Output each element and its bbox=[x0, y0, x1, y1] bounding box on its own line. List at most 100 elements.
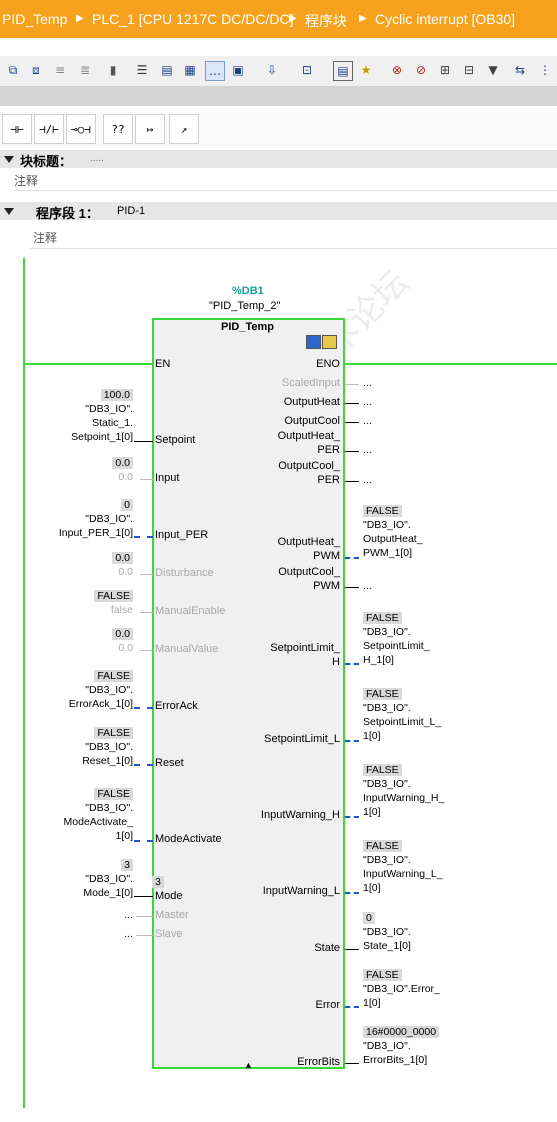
expand-caret-icon[interactable]: ▲ bbox=[244, 1060, 253, 1070]
mode-operand-line-1[interactable]: "DB3_IO". bbox=[85, 873, 133, 885]
block-title-bar[interactable] bbox=[0, 150, 557, 168]
pin-input-warning-l: InputWarning_L bbox=[262, 885, 340, 897]
breadcrumb-item-program-blocks[interactable]: 程序块 bbox=[305, 13, 347, 29]
reset-operand-line-2[interactable]: Reset_1[0] bbox=[82, 755, 133, 767]
reset-operand-line-1[interactable]: "DB3_IO". bbox=[85, 741, 133, 753]
input-per-operand-line-1[interactable]: "DB3_IO". bbox=[85, 513, 133, 525]
clear-breakpoint-icon[interactable]: ⊘ bbox=[415, 63, 427, 77]
input-warning-l-operand-line-2[interactable]: InputWarning_L_ bbox=[363, 868, 443, 880]
network-delete-icon[interactable]: ⧈ bbox=[32, 63, 40, 77]
input-default-value[interactable]: 0.0 bbox=[118, 471, 133, 483]
input-per-operand-line-2[interactable]: Input_PER_1[0] bbox=[58, 527, 133, 539]
output-cool-pwm-operand[interactable]: ... bbox=[363, 580, 372, 592]
input-warning-l-operand-line-3[interactable]: 1[0] bbox=[363, 882, 381, 894]
setpoint-operand-line-2[interactable]: Static_1. bbox=[92, 417, 133, 429]
nc-contact-button[interactable]: ⊣/⊢ bbox=[34, 114, 64, 144]
add-row-icon[interactable]: ≣ bbox=[79, 63, 91, 77]
breadcrumb-item-ob30[interactable]: Cyclic interrupt [OB30] bbox=[375, 11, 516, 27]
empty-box-button[interactable]: ?? bbox=[103, 114, 133, 144]
error-ack-operand-line-2[interactable]: ErrorAck_1[0] bbox=[68, 698, 133, 710]
block-comment[interactable]: 注释 bbox=[14, 174, 39, 188]
coil-button[interactable]: ⊸○⊣ bbox=[66, 114, 96, 144]
input-warning-l-operand-line-1[interactable]: "DB3_IO". bbox=[363, 854, 411, 866]
error-operand-line-2[interactable]: 1[0] bbox=[363, 997, 381, 1009]
show-comments-icon[interactable]: … bbox=[205, 61, 225, 81]
input-warning-l-monitor-value: FALSE bbox=[363, 840, 402, 852]
output-cool-operand[interactable]: ... bbox=[363, 415, 372, 427]
output-heat-pwm-operand-line-1[interactable]: "DB3_IO". bbox=[363, 519, 411, 531]
input-warning-h-operand-line-1[interactable]: "DB3_IO". bbox=[363, 778, 411, 790]
close-all-networks-icon[interactable]: ▤ bbox=[161, 63, 173, 77]
no-contact-button[interactable]: ⊣⊢ bbox=[2, 114, 32, 144]
setpoint-limit-l-operand-line-2[interactable]: SetpointLimit_L_ bbox=[363, 716, 442, 728]
manual-value-default-value[interactable]: 0.0 bbox=[118, 642, 133, 654]
setpoint-limit-h-operand-line-2[interactable]: SetpointLimit_ bbox=[363, 640, 430, 652]
setpoint-operand-line-1[interactable]: "DB3_IO". bbox=[85, 403, 133, 415]
download-icon[interactable]: ⇩ bbox=[266, 63, 278, 77]
setpoint-limit-l-operand-line-1[interactable]: "DB3_IO". bbox=[363, 702, 411, 714]
pin-input-warning-h: InputWarning_H bbox=[260, 809, 340, 821]
setpoint-limit-h-operand-line-1[interactable]: "DB3_IO". bbox=[363, 626, 411, 638]
manual-enable-default-value[interactable]: false bbox=[110, 604, 133, 616]
star-icon[interactable]: ★ bbox=[360, 63, 372, 77]
open-instance-icon[interactable] bbox=[306, 335, 321, 349]
pin-output-cool: OutputCool bbox=[284, 415, 340, 427]
output-heat-operand[interactable]: ... bbox=[363, 396, 372, 408]
filter-icon[interactable]: ▼ bbox=[488, 63, 498, 77]
mode-operand-line-2[interactable]: Mode_1[0] bbox=[83, 887, 133, 899]
input-warning-h-operand-line-2[interactable]: InputWarning_H_ bbox=[363, 792, 445, 804]
go-online-icon[interactable]: ⊞ bbox=[439, 63, 451, 77]
block-title-value[interactable]: ..... bbox=[90, 153, 104, 164]
output-heat-pwm-operand-line-3[interactable]: PWM_1[0] bbox=[363, 547, 413, 559]
output-heat-per-operand[interactable]: ... bbox=[363, 444, 372, 456]
open-branch-button[interactable]: ↦ bbox=[135, 114, 165, 144]
network-comment[interactable]: 注释 bbox=[33, 231, 58, 245]
error-bits-operand-line-2[interactable]: ErrorBits_1[0] bbox=[363, 1054, 428, 1066]
collapse-triangle-icon[interactable] bbox=[4, 156, 14, 163]
more-icon[interactable]: ⋮ bbox=[539, 63, 551, 77]
close-branch-button[interactable]: ↗ bbox=[169, 114, 199, 144]
setpoint-limit-h-operand-line-3[interactable]: H_1[0] bbox=[363, 654, 394, 666]
absolute-operands-icon[interactable]: ▦ bbox=[184, 63, 196, 77]
breadcrumb-item-plc[interactable]: PLC_1 [CPU 1217C DC/DC/DC] bbox=[92, 11, 294, 27]
input-warning-h-operand-line-3[interactable]: 1[0] bbox=[363, 806, 381, 818]
slave-operand[interactable]: ... bbox=[124, 928, 133, 940]
output-cool-per-operand[interactable]: ... bbox=[363, 474, 372, 486]
go-to-icon[interactable]: ⇆ bbox=[514, 63, 526, 77]
mode-activate-operand-line-2[interactable]: ModeActivate_ bbox=[63, 816, 133, 828]
eno-wire bbox=[345, 363, 557, 365]
open-all-networks-icon[interactable]: ☰ bbox=[136, 63, 148, 77]
setpoint-limit-l-operand-line-3[interactable]: 1[0] bbox=[363, 730, 381, 742]
instance-db-address[interactable]: %DB1 bbox=[232, 285, 264, 297]
disturbance-default-value[interactable]: 0.0 bbox=[118, 566, 133, 578]
master-operand[interactable]: ... bbox=[124, 909, 133, 921]
breakpoint-icon[interactable]: ⊗ bbox=[391, 63, 403, 77]
commissioning-icon[interactable] bbox=[322, 335, 337, 349]
output-heat-pwm-operand-line-2[interactable]: OutputHeat_ bbox=[363, 533, 423, 545]
error-ack-operand-line-1[interactable]: "DB3_IO". bbox=[85, 684, 133, 696]
network-name[interactable]: PID-1 bbox=[117, 205, 146, 217]
mode-activate-operand-line-3[interactable]: 1[0] bbox=[115, 830, 133, 842]
monitor-icon[interactable]: ⊡ bbox=[301, 63, 313, 77]
lock-icon[interactable]: ▮ bbox=[109, 63, 117, 77]
collapse-triangle-icon[interactable] bbox=[4, 208, 14, 215]
network-header-bar[interactable] bbox=[0, 202, 557, 220]
error-bits-operand-line-1[interactable]: "DB3_IO". bbox=[363, 1040, 411, 1052]
insert-row-icon[interactable]: ≡ bbox=[54, 63, 66, 77]
state-operand-line-2[interactable]: State_1[0] bbox=[363, 940, 411, 952]
state-operand-line-1[interactable]: "DB3_IO". bbox=[363, 926, 411, 938]
pid-temp-function-block[interactable] bbox=[152, 318, 345, 1069]
breadcrumb-item-project[interactable]: PID_Temp bbox=[2, 11, 68, 27]
favorites-icon[interactable]: ▣ bbox=[232, 63, 244, 77]
scaled-input-operand[interactable]: ... bbox=[363, 377, 372, 389]
mode-monitor-value: 3 bbox=[121, 859, 133, 871]
mode-activate-operand-line-1[interactable]: "DB3_IO". bbox=[85, 802, 133, 814]
error-operand-line-1[interactable]: "DB3_IO".Error_ bbox=[363, 983, 440, 995]
pin-error-bits: ErrorBits bbox=[297, 1056, 340, 1068]
instance-db-name[interactable]: "PID_Temp_2" bbox=[209, 300, 281, 312]
network-insert-icon[interactable]: ⧉ bbox=[8, 63, 18, 77]
status-icon[interactable]: ▤ bbox=[333, 61, 353, 81]
setpoint-operand-line-3[interactable]: Setpoint_1[0] bbox=[71, 431, 133, 443]
monitor-values-icon[interactable]: ⊟ bbox=[463, 63, 475, 77]
pin-output-heat-pwm-1: OutputHeat_ bbox=[277, 536, 340, 548]
